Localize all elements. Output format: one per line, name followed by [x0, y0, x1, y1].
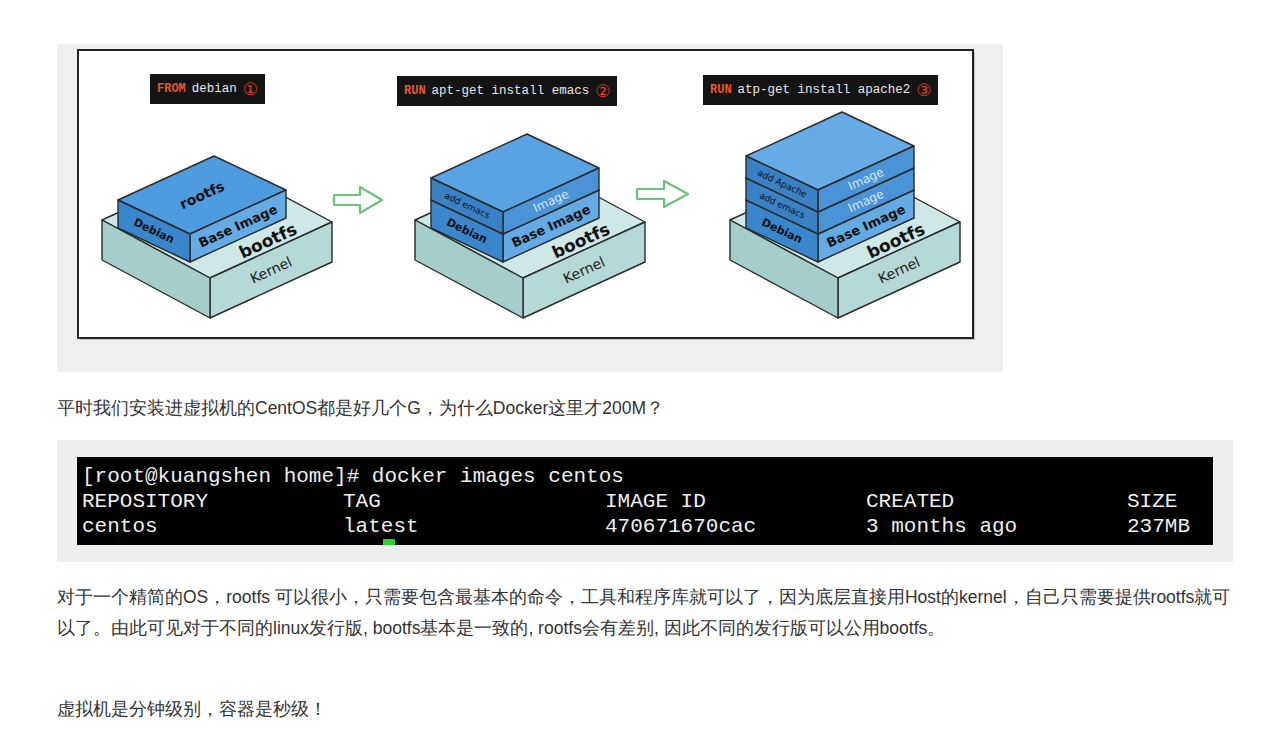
slab-face	[431, 178, 503, 234]
instruction-label: FROM debian ①	[150, 74, 265, 104]
callout-number: ③	[916, 80, 931, 100]
body-text: 对于一个精简的OS，rootfs 可以很小，只需要包含最基本的命令，工具和程序库…	[57, 582, 1237, 644]
slab-face	[118, 200, 190, 262]
instruction-text: FROM	[157, 82, 186, 96]
instruction-text: atp-get install apache2	[738, 83, 911, 98]
terminal-cursor	[383, 539, 395, 545]
step-arrow	[637, 181, 688, 207]
table-cell: 3 months ago	[866, 514, 1017, 540]
instruction-text: RUN	[404, 84, 426, 98]
table-cell: centos	[82, 514, 158, 540]
table-header: REPOSITORY	[82, 489, 208, 515]
slab-face	[818, 146, 914, 212]
image-frame	[57, 44, 1003, 372]
callout-number: ②	[595, 81, 610, 101]
table-header: IMAGE ID	[605, 489, 706, 515]
table-header: SIZE	[1127, 489, 1177, 515]
instruction-text: debian	[192, 82, 237, 97]
callout-number: ①	[243, 79, 258, 99]
body-text: 平时我们安装进虚拟机的CentOS都是好几个G，为什么Docker这里才200M…	[57, 393, 1237, 424]
terminal-command: [root@kuangshen home]# docker images cen…	[82, 464, 624, 490]
table-cell: 470671670cac	[605, 514, 756, 540]
table-header: CREATED	[866, 489, 954, 515]
slab-face	[746, 156, 818, 212]
instruction-text: apt-get install emacs	[432, 84, 590, 99]
instruction-text: RUN	[710, 83, 732, 97]
table-cell: latest	[343, 514, 419, 540]
table-cell: 237MB	[1127, 514, 1190, 540]
terminal-screen	[77, 457, 1213, 545]
slab-face	[503, 168, 599, 234]
image-shadow	[80, 52, 975, 340]
body-text: 虚拟机是分钟级别，容器是秒级！	[57, 694, 1237, 725]
instruction-label: RUN atp-get install apache2 ③	[703, 75, 938, 105]
terminal-frame	[57, 440, 1233, 562]
image-box	[78, 50, 973, 338]
step-arrow	[334, 187, 382, 213]
table-header: TAG	[343, 489, 381, 515]
instruction-label: RUN apt-get install emacs ②	[397, 76, 617, 106]
